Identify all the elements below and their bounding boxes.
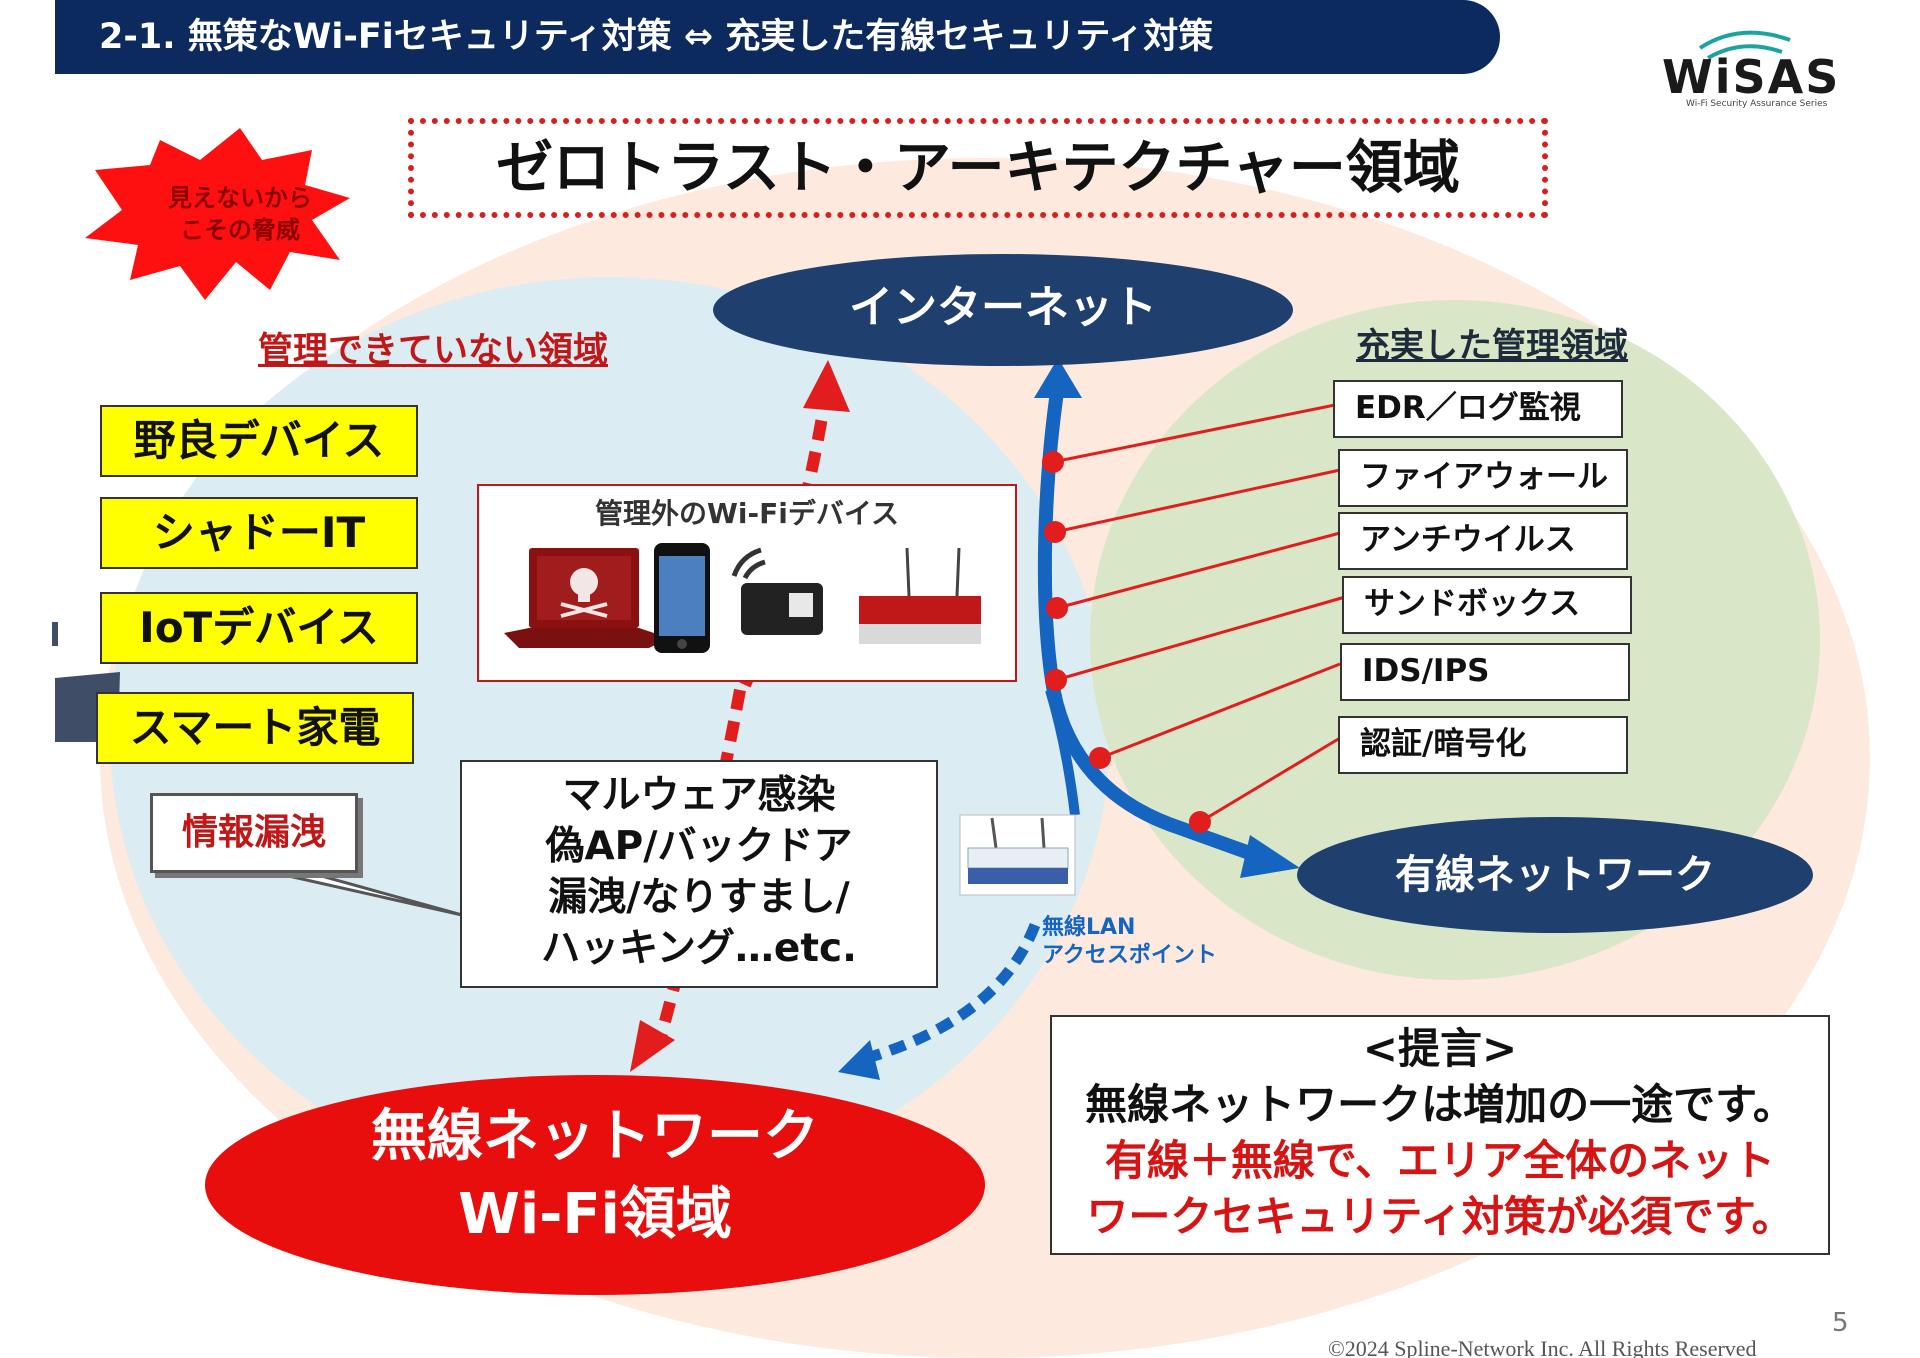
internet-arrowhead bbox=[1034, 358, 1082, 398]
logo-wifi-arc bbox=[1698, 30, 1791, 50]
proposal-line-1: 無線ネットワークは増加の一途です。 bbox=[1085, 1080, 1795, 1129]
threat-item: 偽AP/バックドア bbox=[545, 824, 853, 869]
wireless-line-2: Wi-Fi領域 bbox=[458, 1182, 732, 1247]
copyright: ©2024 Spline-Network Inc. All Rights Res… bbox=[1328, 1336, 1757, 1358]
ap-uplink-line bbox=[1045, 688, 1080, 816]
security-item: サンドボックス bbox=[1342, 576, 1632, 634]
infected-laptop-icon bbox=[504, 548, 669, 648]
proposal-line-2: 有線＋無線で、エリア全体のネット bbox=[1104, 1136, 1776, 1185]
threat-item: 漏洩/なりすまし/ bbox=[548, 875, 850, 920]
wired-network-label: 有線ネットワーク bbox=[1395, 852, 1715, 898]
threat-list-box: マルウェア感染 偽AP/バックドア 漏洩/なりすまし/ ハッキング…etc. bbox=[460, 760, 938, 988]
security-item: EDR／ログ監視 bbox=[1333, 380, 1623, 438]
mobile-router-icon bbox=[731, 547, 823, 635]
security-item: 認証/暗号化 bbox=[1338, 716, 1628, 774]
logo-tagline: Wi-Fi Security Assurance Series bbox=[1686, 99, 1828, 109]
proposal-line-3: ワークセキュリティ対策が必須です。 bbox=[1086, 1192, 1794, 1241]
managed-area bbox=[1090, 300, 1820, 980]
wired-network-node bbox=[1297, 817, 1813, 933]
ap-label-line-1: 無線LAN bbox=[1042, 915, 1136, 940]
internet-arrowhead-red bbox=[803, 360, 850, 412]
wireless-network-label: 無線ネットワーク Wi-Fi領域 bbox=[205, 1098, 985, 1254]
logo: WiSAS bbox=[1662, 50, 1841, 104]
internet-node bbox=[713, 254, 1293, 366]
leak-callout: 情報漏洩 bbox=[150, 793, 358, 873]
internet-label: インターネット bbox=[849, 282, 1157, 333]
slide-header: 2-1. 無策なWi-Fiセキュリティ対策 ⇔ 充実した有線セキュリティ対策 bbox=[55, 0, 1500, 74]
security-connectors bbox=[1052, 403, 1346, 824]
threat-burst bbox=[85, 128, 350, 300]
ap-label-line-2: アクセスポイント bbox=[1042, 943, 1217, 968]
security-item: アンチウイルス bbox=[1338, 512, 1628, 570]
threat-item: マルウェア感染 bbox=[562, 773, 836, 818]
wireless-line-1: 無線ネットワーク bbox=[371, 1104, 819, 1169]
unmanaged-item: スマート家電 bbox=[96, 692, 414, 764]
wireless-arrowhead-blue bbox=[838, 1040, 880, 1080]
security-item: IDS/IPS bbox=[1340, 643, 1630, 701]
ap-to-wireless-dashed bbox=[858, 923, 1041, 1066]
connector-dots bbox=[1042, 451, 1211, 833]
unmanaged-item: 野良デバイス bbox=[100, 405, 418, 477]
access-point-icon bbox=[959, 814, 1076, 896]
unmanaged-item: IoTデバイス bbox=[100, 592, 418, 664]
wifi-router-icon bbox=[859, 547, 981, 644]
logo-wifi-arc bbox=[1706, 44, 1783, 60]
proposal-heading: <提言> bbox=[1362, 1024, 1518, 1073]
wireless-network-node bbox=[205, 1075, 985, 1295]
burst-line-2: こその脅威 bbox=[180, 216, 300, 244]
threat-item: ハッキング…etc. bbox=[541, 926, 857, 971]
wired-arrowhead bbox=[1240, 835, 1300, 878]
burst-text: 見えないから こその脅威 bbox=[130, 182, 350, 246]
managed-label: 充実した管理領域 bbox=[1356, 326, 1628, 366]
unmanaged-item: シャドーIT bbox=[100, 497, 418, 569]
unmanaged-device-box: 管理外のWi-Fiデバイス bbox=[477, 484, 1017, 682]
access-point-label: 無線LAN アクセスポイント bbox=[1042, 914, 1217, 970]
unmanaged-label: 管理できていない領域 bbox=[258, 331, 609, 371]
device-box-title: 管理外のWi-Fiデバイス bbox=[595, 497, 899, 530]
security-item: ファイアウォール bbox=[1338, 449, 1628, 507]
zero-trust-title: ゼロトラスト・アーキテクチャー領域 bbox=[408, 118, 1548, 218]
device-illustrations bbox=[504, 543, 981, 653]
smartphone-icon bbox=[654, 543, 710, 653]
page-number: 5 bbox=[1832, 1308, 1849, 1338]
burst-line-1: 見えないから bbox=[168, 184, 312, 212]
wireless-arrowhead-red bbox=[630, 1020, 675, 1072]
proposal-box: <提言> 無線ネットワークは増加の一途です。 有線＋無線で、エリア全体のネット … bbox=[1050, 1015, 1830, 1255]
edge-object-strip bbox=[52, 622, 58, 646]
